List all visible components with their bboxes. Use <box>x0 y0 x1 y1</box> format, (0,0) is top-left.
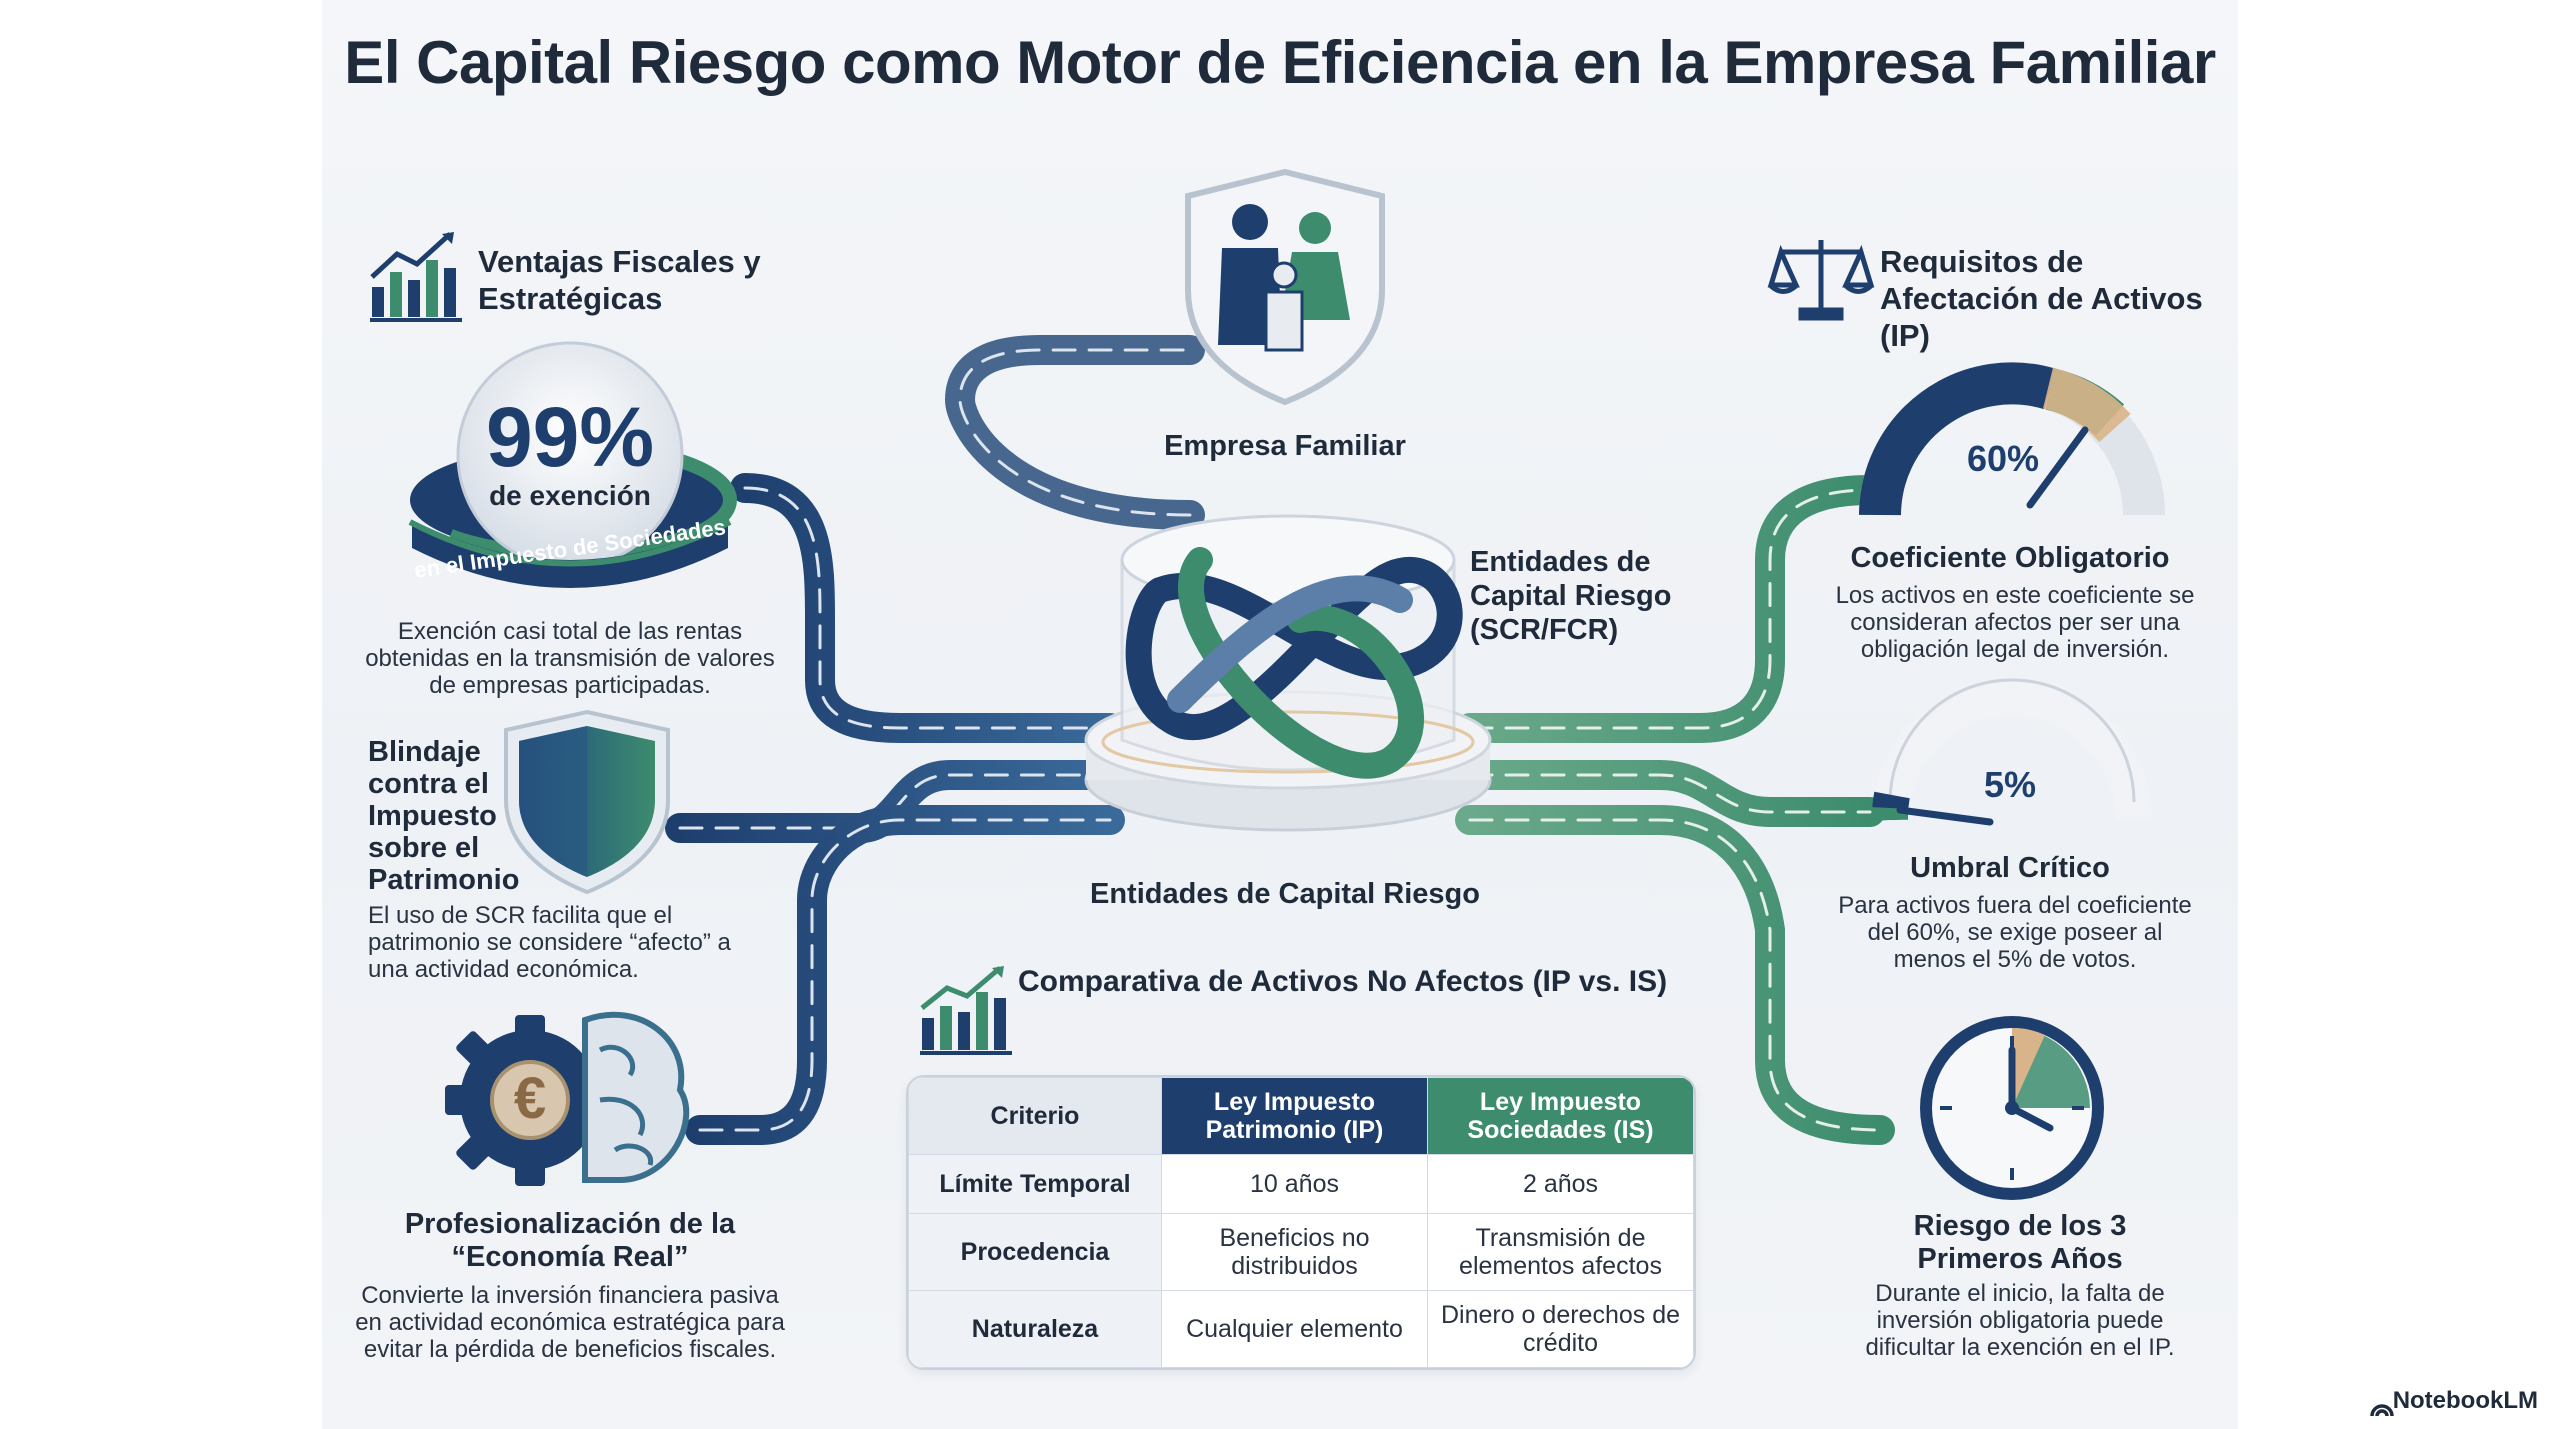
shield-icon <box>504 709 670 895</box>
gauge-60 <box>1859 362 2165 516</box>
table-cell: Procedencia <box>908 1213 1162 1291</box>
notebooklm-logo-icon <box>2370 1404 2394 1417</box>
exemption-sub: de exención <box>489 480 651 511</box>
table-cell: 10 años <box>1161 1154 1428 1214</box>
table-row: Naturaleza Cualquier elemento Dinero o d… <box>908 1290 1694 1368</box>
family-shield-icon <box>1185 168 1385 406</box>
table-cell: Dinero o derechos de crédito <box>1427 1290 1694 1368</box>
table-header-ip: Ley Impuesto Patrimonio (IP) <box>1161 1077 1428 1155</box>
gauge1-title: Coeficiente Obligatorio <box>1850 542 2170 574</box>
gauge2-title: Umbral Crítico <box>1910 852 2110 884</box>
table-heading: Comparativa de Activos No Afectos (IP vs… <box>1018 965 1668 998</box>
clock-title: Riesgo de los 3 Primeros Años <box>1913 1210 2127 1275</box>
prof-title: Profesionalización de la “Economía Real” <box>404 1208 736 1273</box>
gear-brain-icon <box>445 1011 690 1186</box>
table-row: Procedencia Beneficios no distribuidos T… <box>908 1213 1694 1291</box>
shield-title: Blindaje contra el Impuesto sobre el Pat… <box>368 736 520 896</box>
clock-description: Durante el inicio, la falta de inversión… <box>1865 1280 2175 1361</box>
gauge-5 <box>1871 678 2152 826</box>
clock-icon <box>1920 1016 2104 1200</box>
table-cell: Beneficios no distribuidos <box>1161 1213 1428 1291</box>
watermark: NotebookLM <box>2392 1387 2538 1414</box>
table-cell: Cualquier elemento <box>1161 1290 1428 1368</box>
table-growth-chart-icon <box>920 966 1012 1055</box>
prof-description: Convierte la inversión financiera pasiva… <box>355 1282 785 1363</box>
exemption-value: 99% <box>485 390 655 484</box>
family-label: Empresa Familiar <box>1164 430 1406 462</box>
growth-chart-icon <box>370 232 462 322</box>
comparison-table: Criterio Ley Impuesto Patrimonio (IP) Le… <box>906 1075 1696 1370</box>
gauge1-description: Los activos en este coeficiente se consi… <box>1835 582 2195 663</box>
table-header-is: Ley Impuesto Sociedades (IS) <box>1427 1077 1694 1155</box>
entities-label: Entidades de Capital Riesgo <box>1090 878 1480 910</box>
gauge2-description: Para activos fuera del coeficiente del 6… <box>1838 892 2192 973</box>
table-row: Límite Temporal 10 años 2 años <box>908 1154 1694 1214</box>
gauge2-value: 5% <box>1983 764 2037 805</box>
scales-icon <box>1767 240 1875 321</box>
table-cell: Límite Temporal <box>908 1154 1162 1214</box>
euro-symbol: € <box>513 1066 547 1131</box>
right-heading: Requisitos de Afectación de Activos (IP) <box>1880 244 2203 353</box>
left-heading: Ventajas Fiscales y Estratégicas <box>478 244 761 316</box>
exemption-description: Exención casi total de las rentas obteni… <box>365 618 775 699</box>
table-cell: Naturaleza <box>908 1290 1162 1368</box>
table-cell: Transmisión de elementos afectos <box>1427 1213 1694 1291</box>
exemption-badge <box>403 341 737 588</box>
shield-description: El uso de SCR facilita que el patrimonio… <box>368 902 731 983</box>
table-cell: 2 años <box>1427 1154 1694 1214</box>
table-header-criterio: Criterio <box>908 1077 1162 1155</box>
gauge1-value: 60% <box>1966 438 2040 479</box>
interlocked-rings-icon <box>1084 514 1492 832</box>
page-title: El Capital Riesgo como Motor de Eficienc… <box>344 29 2216 96</box>
entities-side-label: Entidades de Capital Riesgo (SCR/FCR) <box>1470 546 1672 646</box>
